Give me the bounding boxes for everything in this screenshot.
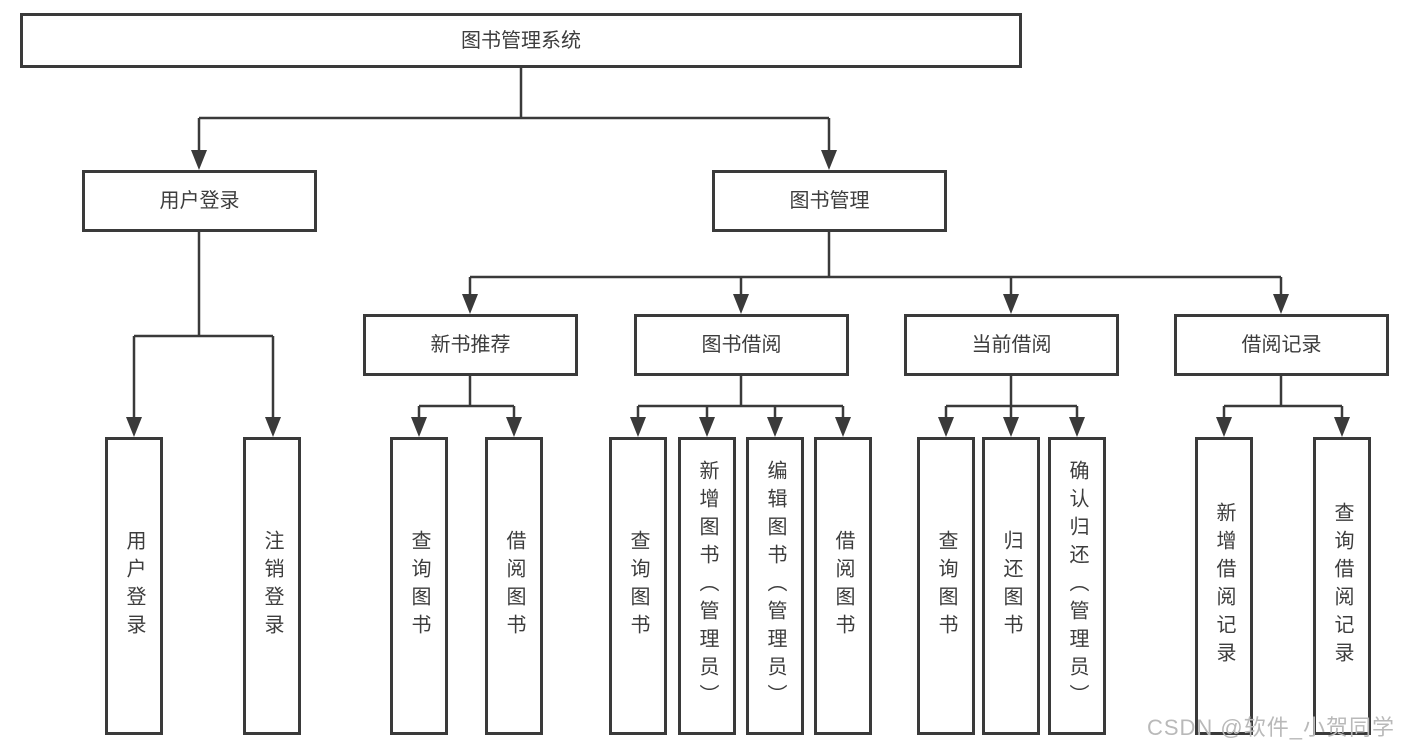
node-borrow-records: 借阅记录 (1174, 314, 1389, 376)
leaf-recommend-query-books: 查询图书 (390, 437, 448, 735)
node-current-borrow-label: 当前借阅 (971, 334, 1052, 356)
leaf-query-borrow-record: 查询借阅记录 (1313, 437, 1371, 735)
branch-new-book-recommend (411, 376, 522, 437)
leaf-return-books: 归还图书 (982, 437, 1040, 735)
node-new-book-recommend-label: 新书推荐 (430, 334, 511, 356)
leaf-recommend-borrow-books: 借阅图书 (485, 437, 543, 735)
branch-user-login (126, 232, 281, 437)
node-user-login-label: 用户登录 (159, 190, 240, 212)
leaf-query-borrow-record-label: 查询借阅记录 (1331, 502, 1353, 670)
leaf-add-borrow-record-label: 新增借阅记录 (1213, 502, 1235, 670)
leaf-user-login: 用户登录 (105, 437, 163, 735)
node-user-login: 用户登录 (82, 170, 317, 232)
leaf-logout: 注销登录 (243, 437, 301, 735)
leaf-borrow-query-books-label: 查询图书 (627, 530, 649, 642)
branch-root (191, 68, 837, 170)
leaf-edit-books-admin-label: 编辑图书（管理员） (764, 460, 786, 712)
node-book-management-label: 图书管理 (789, 190, 870, 212)
node-book-management: 图书管理 (712, 170, 947, 232)
leaf-current-query-books: 查询图书 (917, 437, 975, 735)
leaf-logout-label: 注销登录 (261, 530, 283, 642)
node-book-borrow-label: 图书借阅 (701, 334, 782, 356)
leaf-confirm-return-admin: 确认归还（管理员） (1048, 437, 1106, 735)
leaf-add-books-admin-label: 新增图书（管理员） (696, 460, 718, 712)
node-root: 图书管理系统 (20, 13, 1022, 68)
leaf-recommend-query-books-label: 查询图书 (408, 530, 430, 642)
leaf-borrow-books-label: 借阅图书 (832, 530, 854, 642)
branch-borrow-records (1216, 376, 1350, 437)
branch-book-management (462, 232, 1289, 314)
csdn-watermark: CSDN @软件_小贺同学 (1146, 715, 1395, 740)
leaf-confirm-return-admin-label: 确认归还（管理员） (1066, 460, 1088, 712)
node-borrow-records-label: 借阅记录 (1241, 334, 1322, 356)
branch-book-borrow (630, 376, 851, 437)
leaf-borrow-query-books: 查询图书 (609, 437, 667, 735)
leaf-add-books-admin: 新增图书（管理员） (678, 437, 736, 735)
leaf-edit-books-admin: 编辑图书（管理员） (746, 437, 804, 735)
leaf-return-books-label: 归还图书 (1000, 530, 1022, 642)
branch-current-borrow (938, 376, 1085, 437)
node-new-book-recommend: 新书推荐 (363, 314, 578, 376)
node-current-borrow: 当前借阅 (904, 314, 1119, 376)
node-book-borrow: 图书借阅 (634, 314, 849, 376)
node-root-label: 图书管理系统 (461, 29, 581, 52)
leaf-user-login-label: 用户登录 (123, 530, 145, 642)
leaf-recommend-borrow-books-label: 借阅图书 (503, 530, 525, 642)
leaf-borrow-books: 借阅图书 (814, 437, 872, 735)
leaf-current-query-books-label: 查询图书 (935, 530, 957, 642)
leaf-add-borrow-record: 新增借阅记录 (1195, 437, 1253, 735)
